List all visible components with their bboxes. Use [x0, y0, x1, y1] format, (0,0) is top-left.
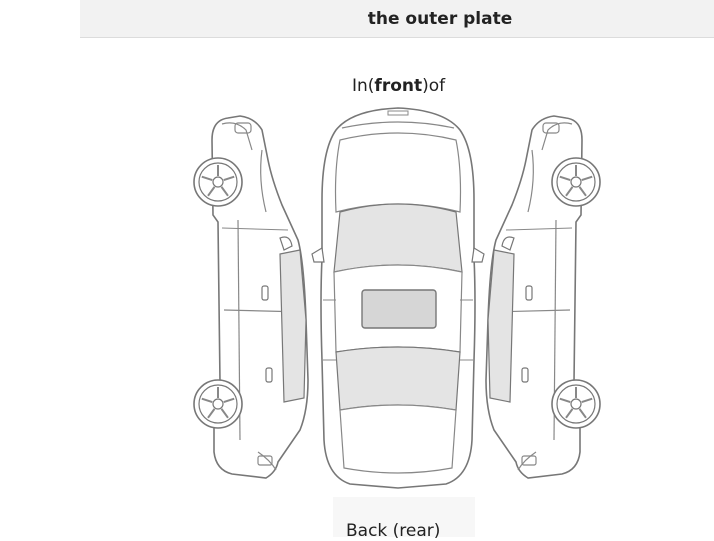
front-label: In(front)of [352, 76, 445, 96]
front-label-suffix: )of [422, 76, 446, 96]
page-title: the outer plate [367, 8, 513, 29]
car-left-side-icon [194, 116, 308, 478]
front-label-bold: front [374, 76, 423, 96]
rear-label: Back (rear) [346, 521, 441, 541]
header-bar: the outer plate [80, 0, 714, 38]
car-top-view-icon [311, 107, 485, 489]
front-label-prefix: In( [352, 76, 375, 96]
car-right-side-icon [486, 116, 600, 478]
rear-label-box [333, 497, 475, 537]
